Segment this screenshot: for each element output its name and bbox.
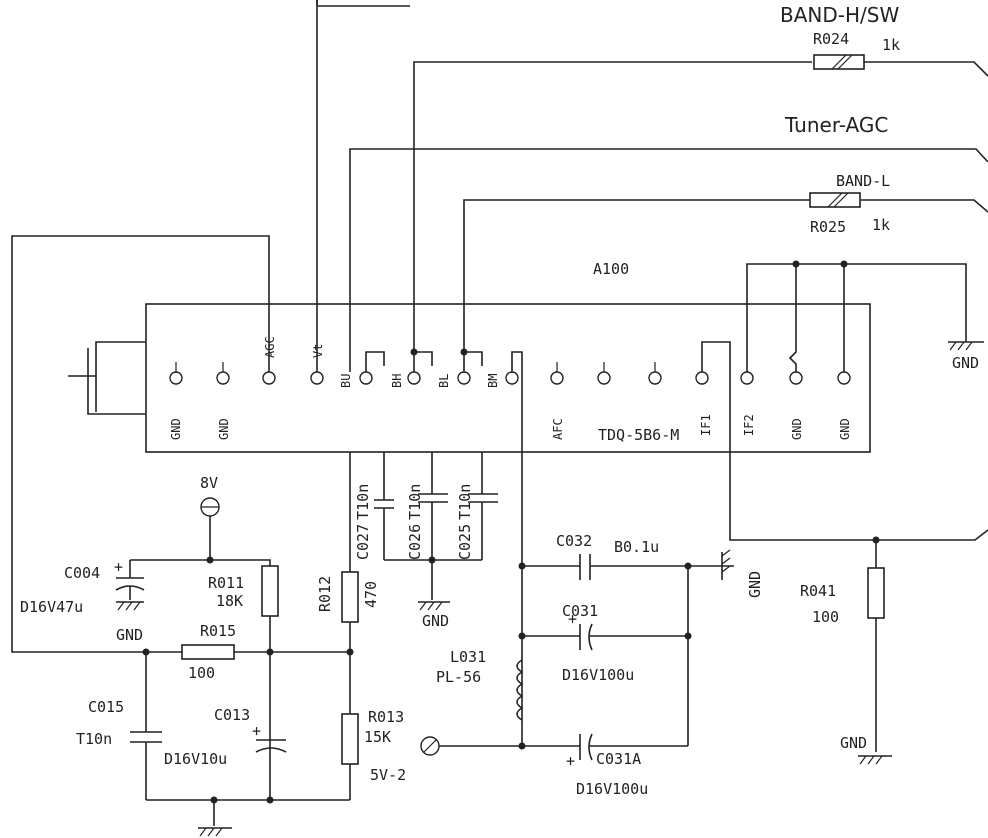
c031-plus: + [568, 610, 577, 628]
pin-label-bu: BU [339, 374, 353, 388]
c031a-value: D16V100u [576, 780, 648, 798]
l031-inductor-icon [516, 659, 524, 721]
pin-label-bl: BL [437, 374, 451, 388]
pin-label-vt: Vt [311, 344, 325, 358]
ground-icon [858, 755, 892, 765]
r025-ref: R025 [810, 218, 846, 236]
wire-if2-gnd-bus [746, 263, 967, 372]
c031-value: D16V100u [562, 666, 634, 684]
r024-ref: R024 [813, 30, 849, 48]
r013-resistor-icon [341, 713, 359, 765]
pin-label-gnd1: GND [169, 418, 183, 440]
c013-plus: + [252, 722, 261, 740]
gnd-label-c004: GND [116, 626, 143, 644]
c025-label: C025T10n [456, 484, 474, 560]
ground-icon [198, 827, 232, 837]
r013-ref: R013 [368, 708, 404, 726]
pin-label-gnd3: GND [790, 418, 804, 440]
r011-resistor-icon [261, 565, 279, 617]
r012-resistor-icon [341, 571, 359, 623]
r024-resistor-icon [813, 54, 865, 70]
r024-value: 1k [882, 36, 900, 54]
power-5v-2: 5V-2 [370, 766, 406, 784]
ground-icon [116, 601, 144, 611]
c031-ref: C031 [562, 602, 598, 620]
wire-bl [463, 199, 810, 372]
c004-value: D16V47u [20, 598, 83, 616]
ground-icon [948, 341, 984, 351]
c013-ref: C013 [214, 706, 250, 724]
r015-value: 100 [188, 664, 215, 682]
r041-resistor-icon [867, 567, 885, 619]
c013-value: D16V10u [164, 750, 227, 768]
c027-label: C027T10n [354, 484, 372, 560]
power-8v: 8V [200, 474, 218, 492]
gnd-label-c032: GND [746, 571, 764, 598]
c015-ref: C015 [88, 698, 124, 716]
c031a-plus: + [566, 752, 575, 770]
signal-band-h-sw: BAND-H/SW [780, 3, 899, 27]
pin-label-afc: AFC [551, 418, 565, 440]
c032-value: B0.1u [614, 538, 659, 556]
pin-label-if1: IF1 [699, 414, 713, 436]
r013-value: 15K [364, 728, 391, 746]
5v-input-icon [420, 736, 440, 756]
gnd-label-caps: GND [422, 612, 449, 630]
pin-label-bm: BM [486, 374, 500, 388]
wire-if1 [701, 341, 988, 541]
r012-value: 470 [362, 581, 380, 608]
r012-ref: R012 [316, 576, 334, 612]
c026-label: C026T10n [406, 484, 424, 560]
pin-label-gnd2: GND [217, 418, 231, 440]
gnd-label-r041: GND [840, 734, 867, 752]
ground-icon [721, 549, 731, 580]
wire-bu [349, 148, 988, 372]
pin-label-agc: AGC [263, 336, 277, 358]
gnd-label-top-right: GND [952, 354, 979, 372]
pin-label-gnd4: GND [838, 418, 852, 440]
bu-cap-group [374, 452, 498, 611]
c015-value: T10n [76, 730, 112, 748]
module-ref: A100 [593, 260, 629, 278]
wire-agc [11, 235, 270, 653]
l031-value: PL-56 [436, 668, 481, 686]
r041-value: 100 [812, 608, 839, 626]
wire-bh [413, 61, 812, 372]
module-part: TDQ-5B6-M [598, 426, 679, 444]
r041-ref: R041 [800, 582, 836, 600]
r011-value: 18K [216, 592, 243, 610]
signal-band-l: BAND-L [836, 172, 890, 190]
r025-value: 1k [872, 216, 890, 234]
r015-resistor-icon [181, 644, 235, 660]
r015-ref: R015 [200, 622, 236, 640]
c004-ref: C004 [64, 564, 100, 582]
signal-tuner-agc: Tuner-AGC [784, 113, 888, 137]
pin-label-if2: IF2 [742, 414, 756, 436]
r011-ref: R011 [208, 574, 244, 592]
8v-supply-icon [200, 497, 220, 517]
l031-ref: L031 [450, 648, 486, 666]
c032-ref: C032 [556, 532, 592, 550]
rf-connector-icon [68, 341, 146, 415]
pin-label-bh: BH [390, 374, 404, 388]
c031a-ref: C031A [596, 750, 641, 768]
c004-plus: + [114, 558, 123, 576]
r025-resistor-icon [809, 192, 861, 208]
